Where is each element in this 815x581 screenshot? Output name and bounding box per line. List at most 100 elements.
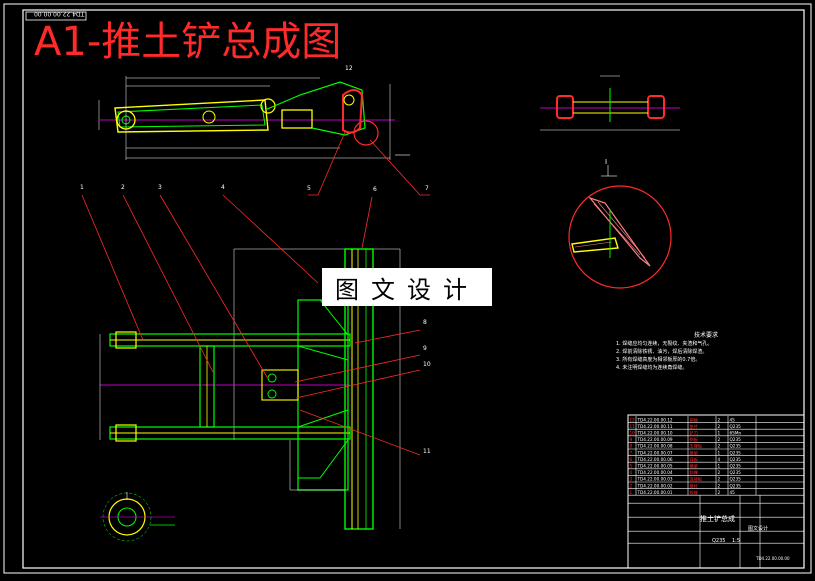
- detail-circle-marker: [353, 120, 379, 146]
- push-arm-inner: [117, 104, 266, 128]
- bom-cell: Q235: [730, 470, 742, 475]
- bom-cell: TD4.22.00.00.03: [637, 477, 673, 482]
- leader-8: [354, 329, 421, 344]
- bom-cell: 铲刀: [690, 430, 698, 437]
- blade-plan: [344, 248, 374, 530]
- pin-detail: [100, 492, 175, 542]
- material-value: Q235: [712, 538, 726, 544]
- bom-cell: 铰座: [690, 489, 698, 496]
- bom-cell: 斜撑: [690, 469, 699, 476]
- bom-cell: 2: [718, 437, 721, 442]
- bom-cell: 2: [718, 444, 721, 449]
- bom-cell: TD4.22.00.00.11: [637, 424, 673, 429]
- bom-cell: 11: [630, 424, 636, 429]
- title-block-material: Q235: [712, 538, 725, 544]
- callout-10: 10: [423, 361, 431, 368]
- section-right-tube: [647, 95, 665, 119]
- detail-hatch-plate: [588, 196, 651, 267]
- section-left-tube: [556, 95, 574, 119]
- leader-7: [369, 139, 430, 196]
- bom-cell: Q235: [730, 483, 742, 488]
- bom-cell: 2: [718, 483, 721, 488]
- bom-cell: 65Mn: [730, 431, 742, 436]
- bom-cell: 销轴: [690, 416, 698, 423]
- detail-weld-plate: [571, 237, 619, 253]
- detail-hatch-2: [597, 201, 646, 259]
- bom-cell: 4: [718, 457, 721, 462]
- leader-11: [299, 409, 421, 456]
- push-arm-body: [114, 99, 269, 133]
- bom-cell: TD4.22.00.00.07: [637, 450, 673, 455]
- bom-cell: 1: [630, 490, 633, 495]
- title-block-text: 推土铲总成: [700, 514, 735, 524]
- bom-cell: 2: [718, 424, 721, 429]
- detail-view: [568, 165, 672, 289]
- lug-hole-2: [267, 389, 277, 399]
- callout-11: 11: [423, 448, 431, 455]
- bom-cell: TD4.22.00.00.10: [637, 431, 673, 436]
- bom-cell: 45: [730, 490, 736, 495]
- title-block-scale: 1:5: [732, 538, 740, 544]
- tech-line-1: 1. 焊缝应均匀连续，无裂纹、夹渣和气孔。: [616, 341, 713, 347]
- callout-1: 1: [80, 184, 84, 191]
- leader-10: [295, 369, 421, 399]
- callout-6: 6: [373, 186, 377, 193]
- bom-cell: 横梁: [690, 463, 699, 470]
- leader-6: [361, 196, 373, 249]
- watermark: 图文设计: [322, 268, 492, 306]
- bom-cell: TD4.22.00.00.01: [637, 490, 673, 495]
- callout-8: 8: [423, 319, 427, 326]
- callout-4: 4: [221, 184, 225, 191]
- bom-cell: 8: [630, 444, 633, 449]
- detail-hatch-1: [593, 203, 641, 256]
- bom-cell: 2: [718, 490, 721, 495]
- title-block-school: 图文设计: [748, 525, 768, 532]
- bom-cell: Q235: [730, 457, 742, 462]
- section-view: [540, 75, 680, 131]
- leader-4: [222, 194, 319, 284]
- callout-3: 3: [158, 184, 162, 191]
- bom-cell: 9: [630, 437, 633, 442]
- blade-section: [342, 89, 364, 134]
- callout-12: 12: [345, 65, 353, 72]
- bom-cell: 侧板: [690, 436, 699, 443]
- bom-cell: TD4.22.00.00.06: [637, 457, 673, 462]
- lower-hinge-lug: [115, 424, 137, 442]
- sheet-code: TD4.22.00.00.00: [756, 556, 790, 561]
- corner-code-box: [25, 11, 87, 21]
- cross-beam-block: [281, 109, 313, 129]
- bom-cell: TD4.22.00.00.04: [637, 470, 673, 475]
- bom-cell: Q235: [730, 444, 742, 449]
- bom-cell: TD4.22.00.00.02: [637, 483, 673, 488]
- leader-1: [81, 194, 144, 341]
- detail-label: I: [605, 158, 608, 166]
- bom-cell: Q235: [730, 464, 742, 469]
- bom-cell: 7: [630, 450, 633, 455]
- bom-cell: 2: [718, 417, 721, 422]
- detail-hatch-3: [574, 241, 613, 248]
- plan-view: [81, 194, 421, 530]
- drawing-title: A1-推土铲总成图: [34, 19, 342, 65]
- scale-value: 1:5: [732, 538, 741, 544]
- callout-9: 9: [423, 345, 427, 352]
- bom-cell: 1: [718, 464, 721, 469]
- center-lug-block: [261, 369, 299, 401]
- bom-cell: 2: [718, 470, 721, 475]
- tech-line-4: 4. 未注明焊缝均为连续角焊缝。: [616, 365, 688, 371]
- bom-cell: 6: [630, 457, 633, 462]
- watermark-text: 图文设计: [335, 275, 479, 304]
- bom-cell: 支撑板: [690, 443, 703, 450]
- bom-cell: 12: [630, 417, 636, 422]
- upper-gusset: [297, 299, 349, 361]
- bom-cell: TD4.22.00.00.05: [637, 464, 673, 469]
- bom-cell: Q235: [730, 424, 742, 429]
- side-view: [98, 76, 430, 196]
- inner-frame: [22, 9, 805, 569]
- leader-2: [122, 194, 214, 373]
- bom-cell: 垫片: [690, 423, 698, 430]
- bom-cell: 5: [630, 464, 633, 469]
- bom-cell: TD4.22.00.00.08: [637, 444, 673, 449]
